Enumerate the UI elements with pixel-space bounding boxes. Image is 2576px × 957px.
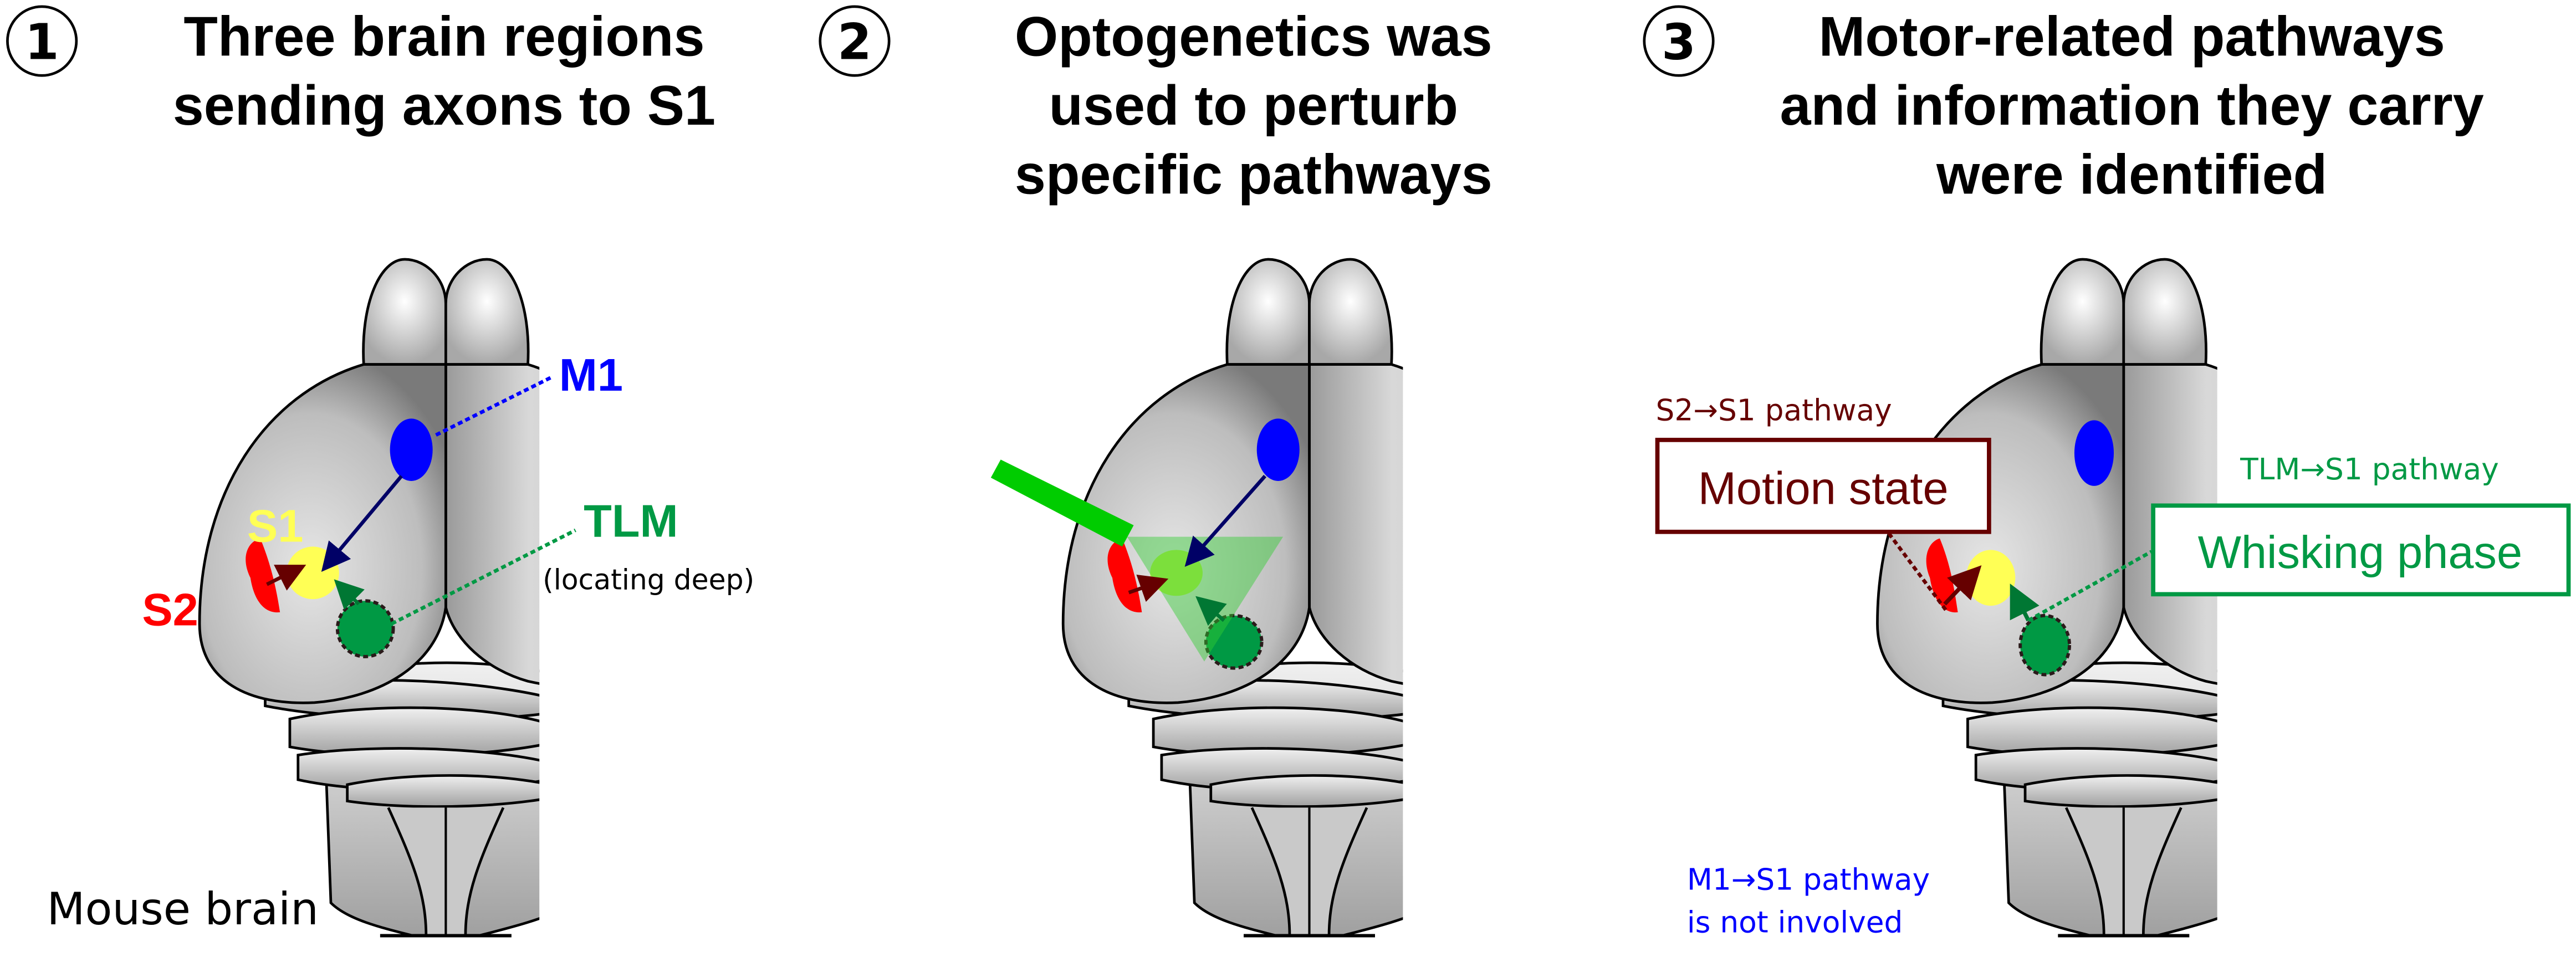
tlm-label: TLM	[584, 495, 678, 547]
m1-pathway-note: M1→S1 pathway	[1687, 863, 1930, 897]
panel-title-line: Three brain regions	[183, 6, 704, 68]
panel-2: 2 Optogenetics was used to perturb speci…	[819, 5, 1493, 936]
tlm-leader-line	[391, 528, 576, 626]
panel-title-line: Optogenetics was	[1015, 6, 1493, 68]
panel-title-line: and information they carry	[1780, 75, 2483, 137]
m1-region	[1256, 418, 1300, 481]
m1-pathway-note: is not involved	[1687, 905, 1903, 940]
s2-to-s1-arrow	[1943, 565, 1982, 606]
motion-state-label: Motion state	[1698, 462, 1949, 514]
step-number-badge: 1	[6, 5, 78, 77]
tlm-leader-line	[2027, 550, 2153, 622]
m1-to-s1-arrow	[321, 474, 403, 572]
panel-title-line: Motor-related pathways	[1818, 6, 2445, 68]
optic-fiber	[990, 459, 1134, 547]
panel-1: 1 Three brain regions sending axons to S…	[6, 5, 754, 936]
step-number: 2	[837, 14, 872, 71]
s1-region	[1966, 550, 2016, 606]
tlm-region	[1204, 613, 1264, 670]
s1-label: S1	[247, 500, 303, 552]
whisking-phase-box: Whisking phase	[2151, 503, 2571, 597]
panel-title-line: sending axons to S1	[173, 75, 715, 137]
s2-label: S2	[142, 584, 198, 636]
m1-label: M1	[559, 349, 623, 401]
step-number-badge: 3	[1643, 5, 1715, 77]
tlm-to-s1-arrow	[2010, 584, 2040, 622]
step-number: 1	[25, 14, 59, 71]
s2-pathway-label: S2→S1 pathway	[1656, 393, 1892, 427]
tlm-pathway-label: TLM→S1 pathway	[2240, 452, 2499, 487]
tlm-to-s1-arrow	[1195, 596, 1227, 626]
m1-leader-line	[435, 376, 552, 437]
s2-region	[1107, 538, 1142, 613]
panel-3: 3 Motor-related pathways and information…	[1643, 5, 2571, 940]
s2-to-s1-arrow	[1128, 574, 1169, 602]
m1-region	[2074, 420, 2114, 486]
tlm-region	[2018, 613, 2071, 677]
m1-region	[390, 418, 433, 481]
m1-to-s1-arrow	[1184, 474, 1266, 567]
whisking-phase-label: Whisking phase	[2198, 526, 2522, 578]
mouse-brain-caption: Mouse brain	[47, 883, 319, 935]
motion-state-box: Motion state	[1655, 438, 1991, 534]
tlm-region	[335, 599, 395, 658]
panel-title-line: were identified	[1936, 144, 2327, 206]
step-number: 3	[1662, 14, 1696, 71]
s2-to-s1-arrow	[266, 565, 306, 591]
panel-title-line: used to perturb	[1049, 75, 1459, 137]
step-number-badge: 2	[819, 5, 891, 77]
tlm-note: (locating deep)	[543, 563, 754, 596]
panel-title-line: specific pathways	[1015, 144, 1493, 206]
s1-region	[287, 546, 339, 600]
tlm-to-s1-arrow	[334, 579, 365, 610]
s2-region	[246, 538, 280, 613]
